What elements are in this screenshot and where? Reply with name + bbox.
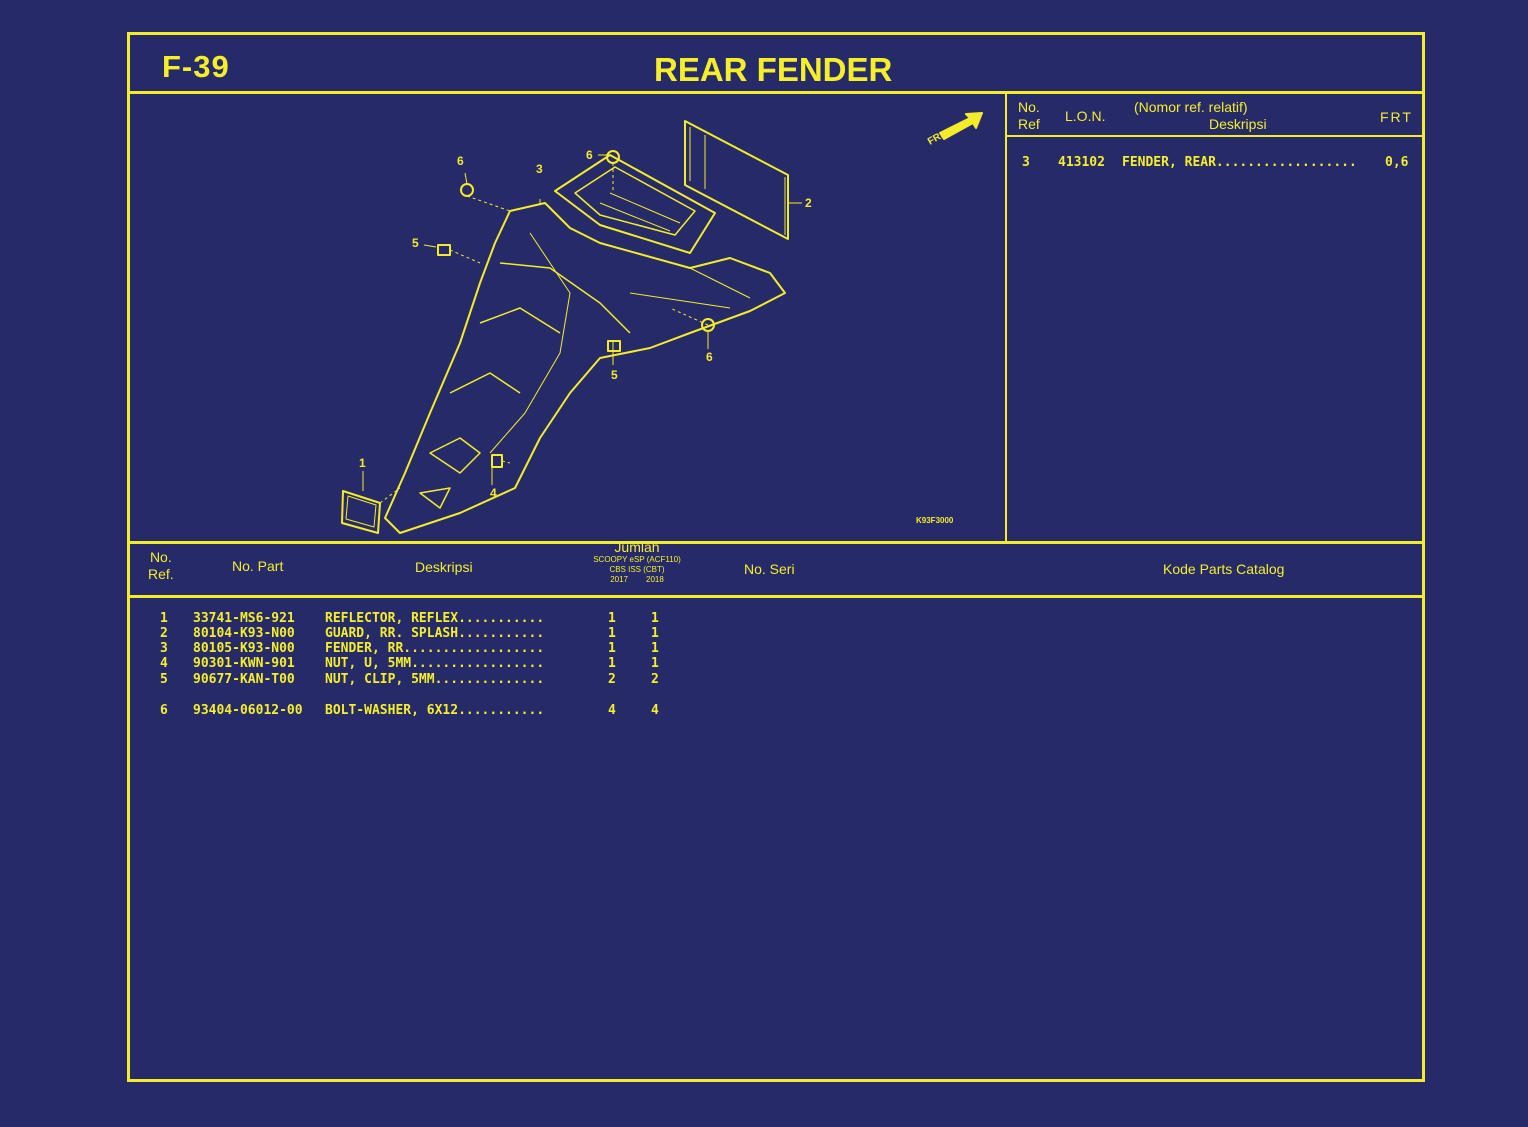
callout-4: 4 bbox=[490, 486, 497, 500]
parts-catalog-header: Kode Parts Catalog bbox=[1163, 561, 1285, 577]
diagram-divider bbox=[1005, 93, 1007, 541]
table-row: 6 93404-06012-00 BOLT-WASHER, 6X12......… bbox=[160, 703, 659, 718]
table-row: 2 80104-K93-N00 GUARD, RR. SPLASH.......… bbox=[160, 626, 659, 641]
labor-lon-header: L.O.N. bbox=[1065, 108, 1106, 124]
table-row: 5 90677-KAN-T00 NUT, CLIP, 5MM..........… bbox=[160, 672, 659, 687]
callout-1: 1 bbox=[359, 456, 366, 470]
parts-desc-header: Deskripsi bbox=[415, 559, 473, 575]
page-code: F-39 bbox=[162, 49, 230, 84]
table-row: 3 80105-K93-N00 FENDER, RR..............… bbox=[160, 641, 659, 656]
callout-6-right: 6 bbox=[706, 350, 713, 364]
table-row: 4 90301-KWN-901 NUT, U, 5MM.............… bbox=[160, 656, 659, 671]
page-title: REAR FENDER bbox=[654, 51, 893, 88]
callout-3: 3 bbox=[536, 162, 543, 176]
parts-qty-header: Jumlah SCOOPY eSP (ACF110) CBS ISS (CBT)… bbox=[593, 539, 681, 584]
labor-desc-header: (Nomor ref. relatif) Deskripsi bbox=[1134, 99, 1267, 132]
catalog-page-frame: F-39 REAR FENDER No. Ref L.O.N. (Nomor r… bbox=[127, 32, 1425, 1082]
labor-row: 3 413102 FENDER, REAR.................. … bbox=[1022, 155, 1409, 170]
labor-header-divider bbox=[1007, 135, 1422, 137]
callout-5-right: 5 bbox=[611, 368, 618, 382]
diagram-code: K93F3000 bbox=[916, 516, 954, 525]
parts-ref-header: No. Ref. bbox=[148, 549, 174, 582]
callout-6-top: 6 bbox=[586, 148, 593, 162]
parts-serial-header: No. Seri bbox=[744, 561, 795, 577]
labor-ref-header: No. Ref bbox=[1018, 99, 1040, 132]
callout-6-left: 6 bbox=[457, 154, 464, 168]
parts-header-bottom bbox=[130, 595, 1422, 598]
exploded-parts-diagram: 6 6 3 5 2 6 5 1 4 FR. K93F3000 bbox=[130, 93, 1004, 541]
table-row: 1 33741-MS6-921 REFLECTOR, REFLEX.......… bbox=[160, 611, 659, 626]
callout-2: 2 bbox=[805, 196, 812, 210]
parts-partno-header: No. Part bbox=[232, 558, 284, 574]
labor-frt-header: FRT bbox=[1380, 109, 1413, 125]
title-divider bbox=[130, 91, 1422, 94]
parts-header-top bbox=[130, 541, 1422, 544]
callout-5-left: 5 bbox=[412, 236, 419, 250]
rear-fender-diagram: 6 6 3 5 2 6 5 1 4 FR. K93F3000 bbox=[341, 112, 983, 534]
